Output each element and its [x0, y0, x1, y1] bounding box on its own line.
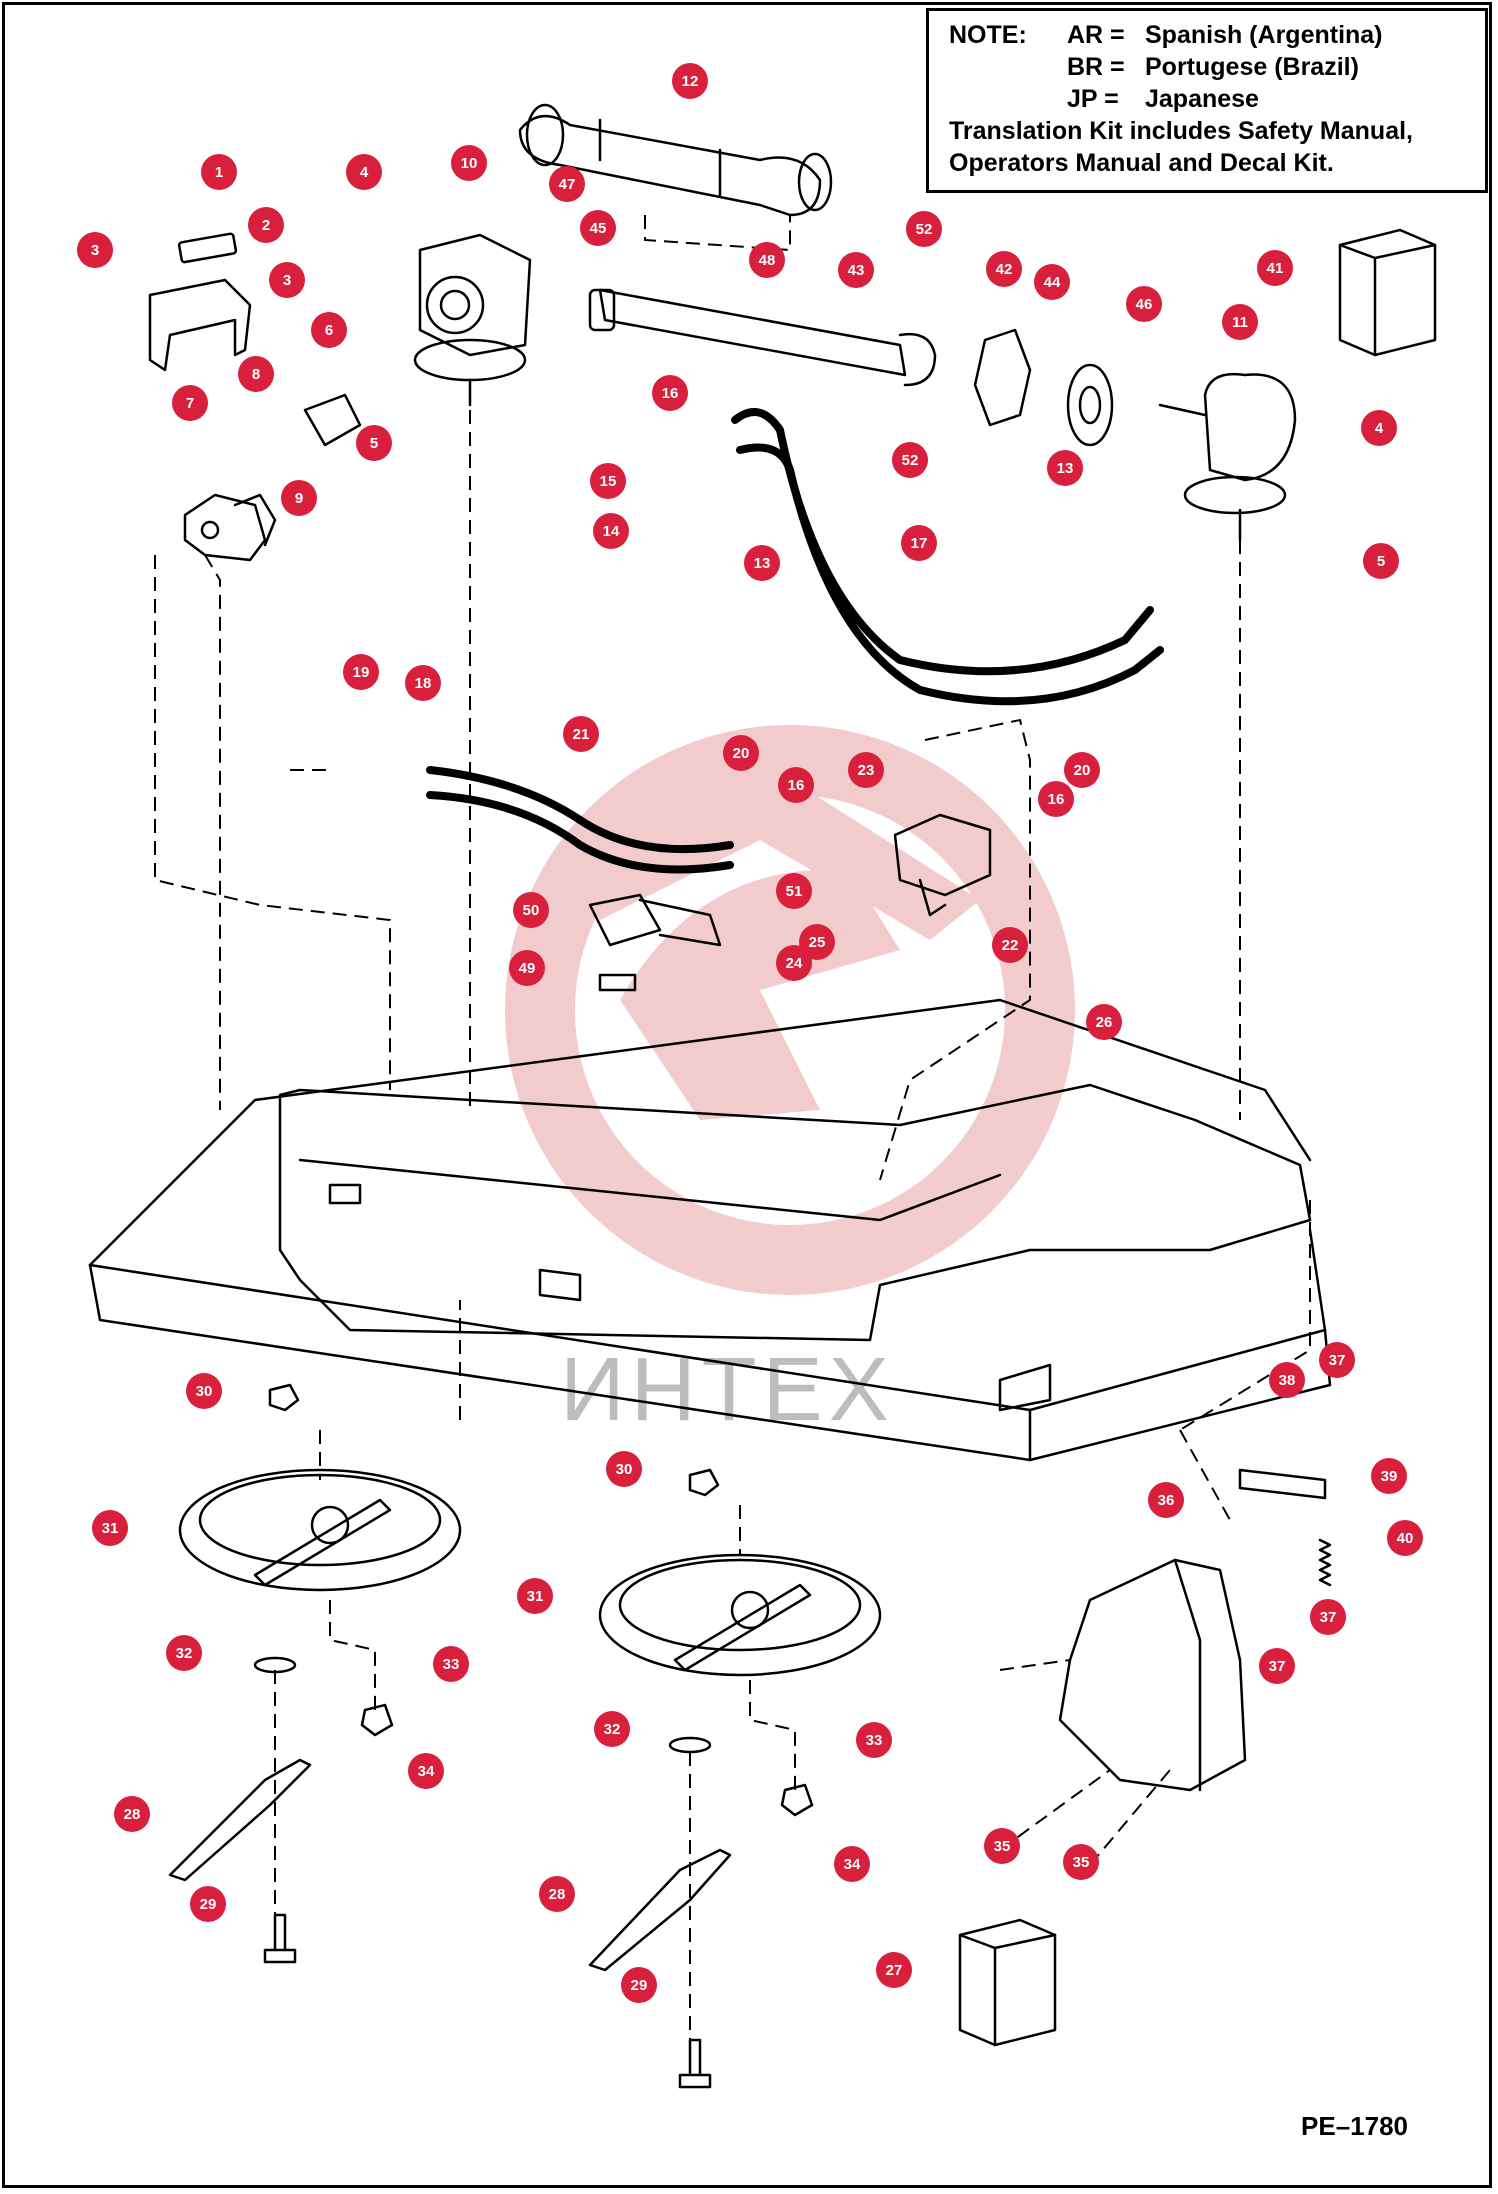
callout-label: 16	[1048, 791, 1065, 808]
callout-label: 19	[353, 664, 370, 681]
note-code: AR =	[1067, 21, 1125, 49]
callout-label: 42	[996, 261, 1013, 278]
callout-label: 48	[759, 252, 776, 269]
callout-label: 2	[262, 217, 270, 234]
callout-label: 16	[662, 385, 679, 402]
callout-markers	[77, 63, 1423, 2003]
callout-label: 32	[604, 1721, 621, 1738]
callout-label: 31	[527, 1588, 544, 1605]
drawing-number: PE–1780	[1301, 2111, 1408, 2141]
callout-label: 38	[1279, 1372, 1296, 1389]
callout-label: 37	[1269, 1658, 1286, 1675]
callout-label: 10	[461, 155, 478, 172]
callout-label: 20	[733, 745, 750, 762]
callout-label: 29	[631, 1977, 648, 1994]
callout-label: 33	[443, 1656, 460, 1673]
note-box: NOTE: AR = Spanish (Argentina) BR = Port…	[926, 8, 1488, 193]
note-kit-line-2: Operators Manual and Decal Kit.	[949, 149, 1334, 177]
callout-label: 46	[1136, 296, 1153, 313]
callout-label: 24	[786, 955, 803, 972]
callout-label: 37	[1329, 1352, 1346, 1369]
note-meaning: Spanish (Argentina)	[1145, 21, 1383, 49]
callout-label: 34	[418, 1763, 435, 1780]
callout-label: 34	[844, 1856, 861, 1873]
callout-label: 30	[196, 1383, 213, 1400]
callout-labels: 1 2 3 3 4 5 6 7 8 9 10 12 47 45 48 43 52…	[91, 73, 1414, 1994]
callout-label: 28	[549, 1886, 566, 1903]
line-art	[88, 103, 1437, 2089]
callout-label: 52	[916, 221, 933, 238]
callout-label: 5	[370, 435, 378, 452]
callout-label: 52	[902, 452, 919, 469]
note-code: JP =	[1067, 85, 1119, 113]
callout-label: 23	[858, 762, 875, 779]
callout-label: 7	[186, 395, 194, 412]
callout-label: 36	[1158, 1492, 1175, 1509]
callout-label: 51	[786, 883, 803, 900]
callout-label: 45	[590, 220, 607, 237]
callout-label: 33	[866, 1732, 883, 1749]
callout-label: 13	[1057, 460, 1074, 477]
callout-label: 47	[559, 176, 576, 193]
callout-label: 49	[519, 960, 536, 977]
callout-label: 44	[1044, 274, 1061, 291]
callout-label: 20	[1074, 762, 1091, 779]
callout-label: 21	[573, 726, 590, 743]
callout-label: 25	[809, 934, 826, 951]
callout-label: 26	[1096, 1014, 1113, 1031]
callout-label: 13	[754, 555, 771, 572]
callout-label: 1	[215, 164, 223, 181]
callout-label: 6	[325, 322, 333, 339]
callout-label: 35	[1073, 1854, 1090, 1871]
callout-label: 31	[102, 1520, 119, 1537]
callout-label: 3	[283, 272, 291, 289]
note-meaning: Portugese (Brazil)	[1145, 53, 1359, 81]
guide-lines	[154, 215, 1311, 2040]
callout-label: 3	[91, 242, 99, 259]
callout-label: 41	[1267, 260, 1284, 277]
callout-label: 4	[360, 164, 369, 181]
callout-label: 35	[994, 1838, 1011, 1855]
callout-label: 30	[616, 1461, 633, 1478]
callout-label: 40	[1397, 1530, 1414, 1547]
callout-label: 14	[603, 523, 620, 540]
note-kit-line-1: Translation Kit includes Safety Manual,	[949, 117, 1413, 145]
callout-label: 50	[523, 902, 540, 919]
callout-label: 37	[1320, 1609, 1337, 1626]
callout-label: 5	[1377, 553, 1385, 570]
callout-label: 32	[176, 1645, 193, 1662]
watermark-text: ИНТЕХ	[560, 1340, 895, 1440]
callout-label: 16	[788, 777, 805, 794]
callout-label: 4	[1375, 420, 1384, 437]
callout-label: 22	[1002, 937, 1019, 954]
callout-label: 27	[886, 1962, 903, 1979]
note-meaning: Japanese	[1145, 85, 1259, 113]
callout-label: 43	[848, 262, 865, 279]
callout-label: 8	[252, 366, 260, 383]
callout-label: 29	[200, 1896, 217, 1913]
callout-label: 17	[911, 535, 928, 552]
callout-label: 15	[600, 473, 617, 490]
note-label: NOTE:	[949, 21, 1027, 49]
callout-label: 11	[1232, 314, 1248, 331]
callout-label: 39	[1381, 1468, 1398, 1485]
callout-circles	[77, 63, 1423, 2003]
note-code: BR =	[1067, 53, 1125, 81]
callout-label: 9	[295, 490, 303, 507]
callout-label: 28	[124, 1806, 141, 1823]
callout-label: 12	[682, 73, 699, 90]
callout-label: 18	[415, 675, 432, 692]
